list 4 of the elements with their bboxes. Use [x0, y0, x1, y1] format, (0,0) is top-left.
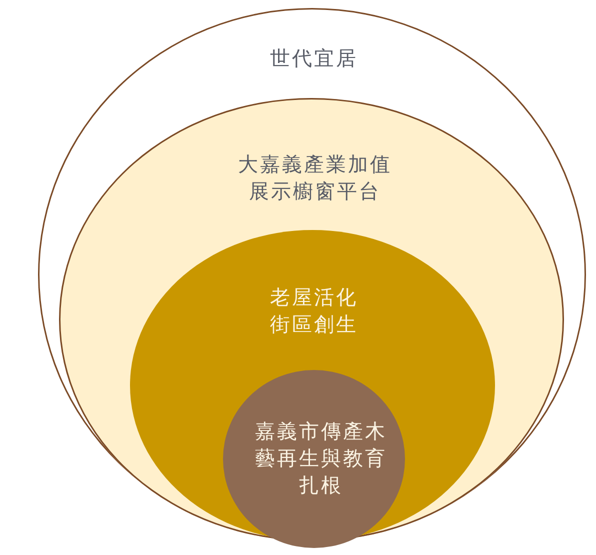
layer-label: 老屋活化街區創生 [269, 284, 359, 338]
layer-label: 大嘉義產業加值展示櫥窗平台 [237, 151, 393, 205]
layer-label: 嘉義市傳產木藝再生與教育扎根 [254, 418, 388, 499]
layer-label: 世代宜居 [269, 45, 359, 72]
